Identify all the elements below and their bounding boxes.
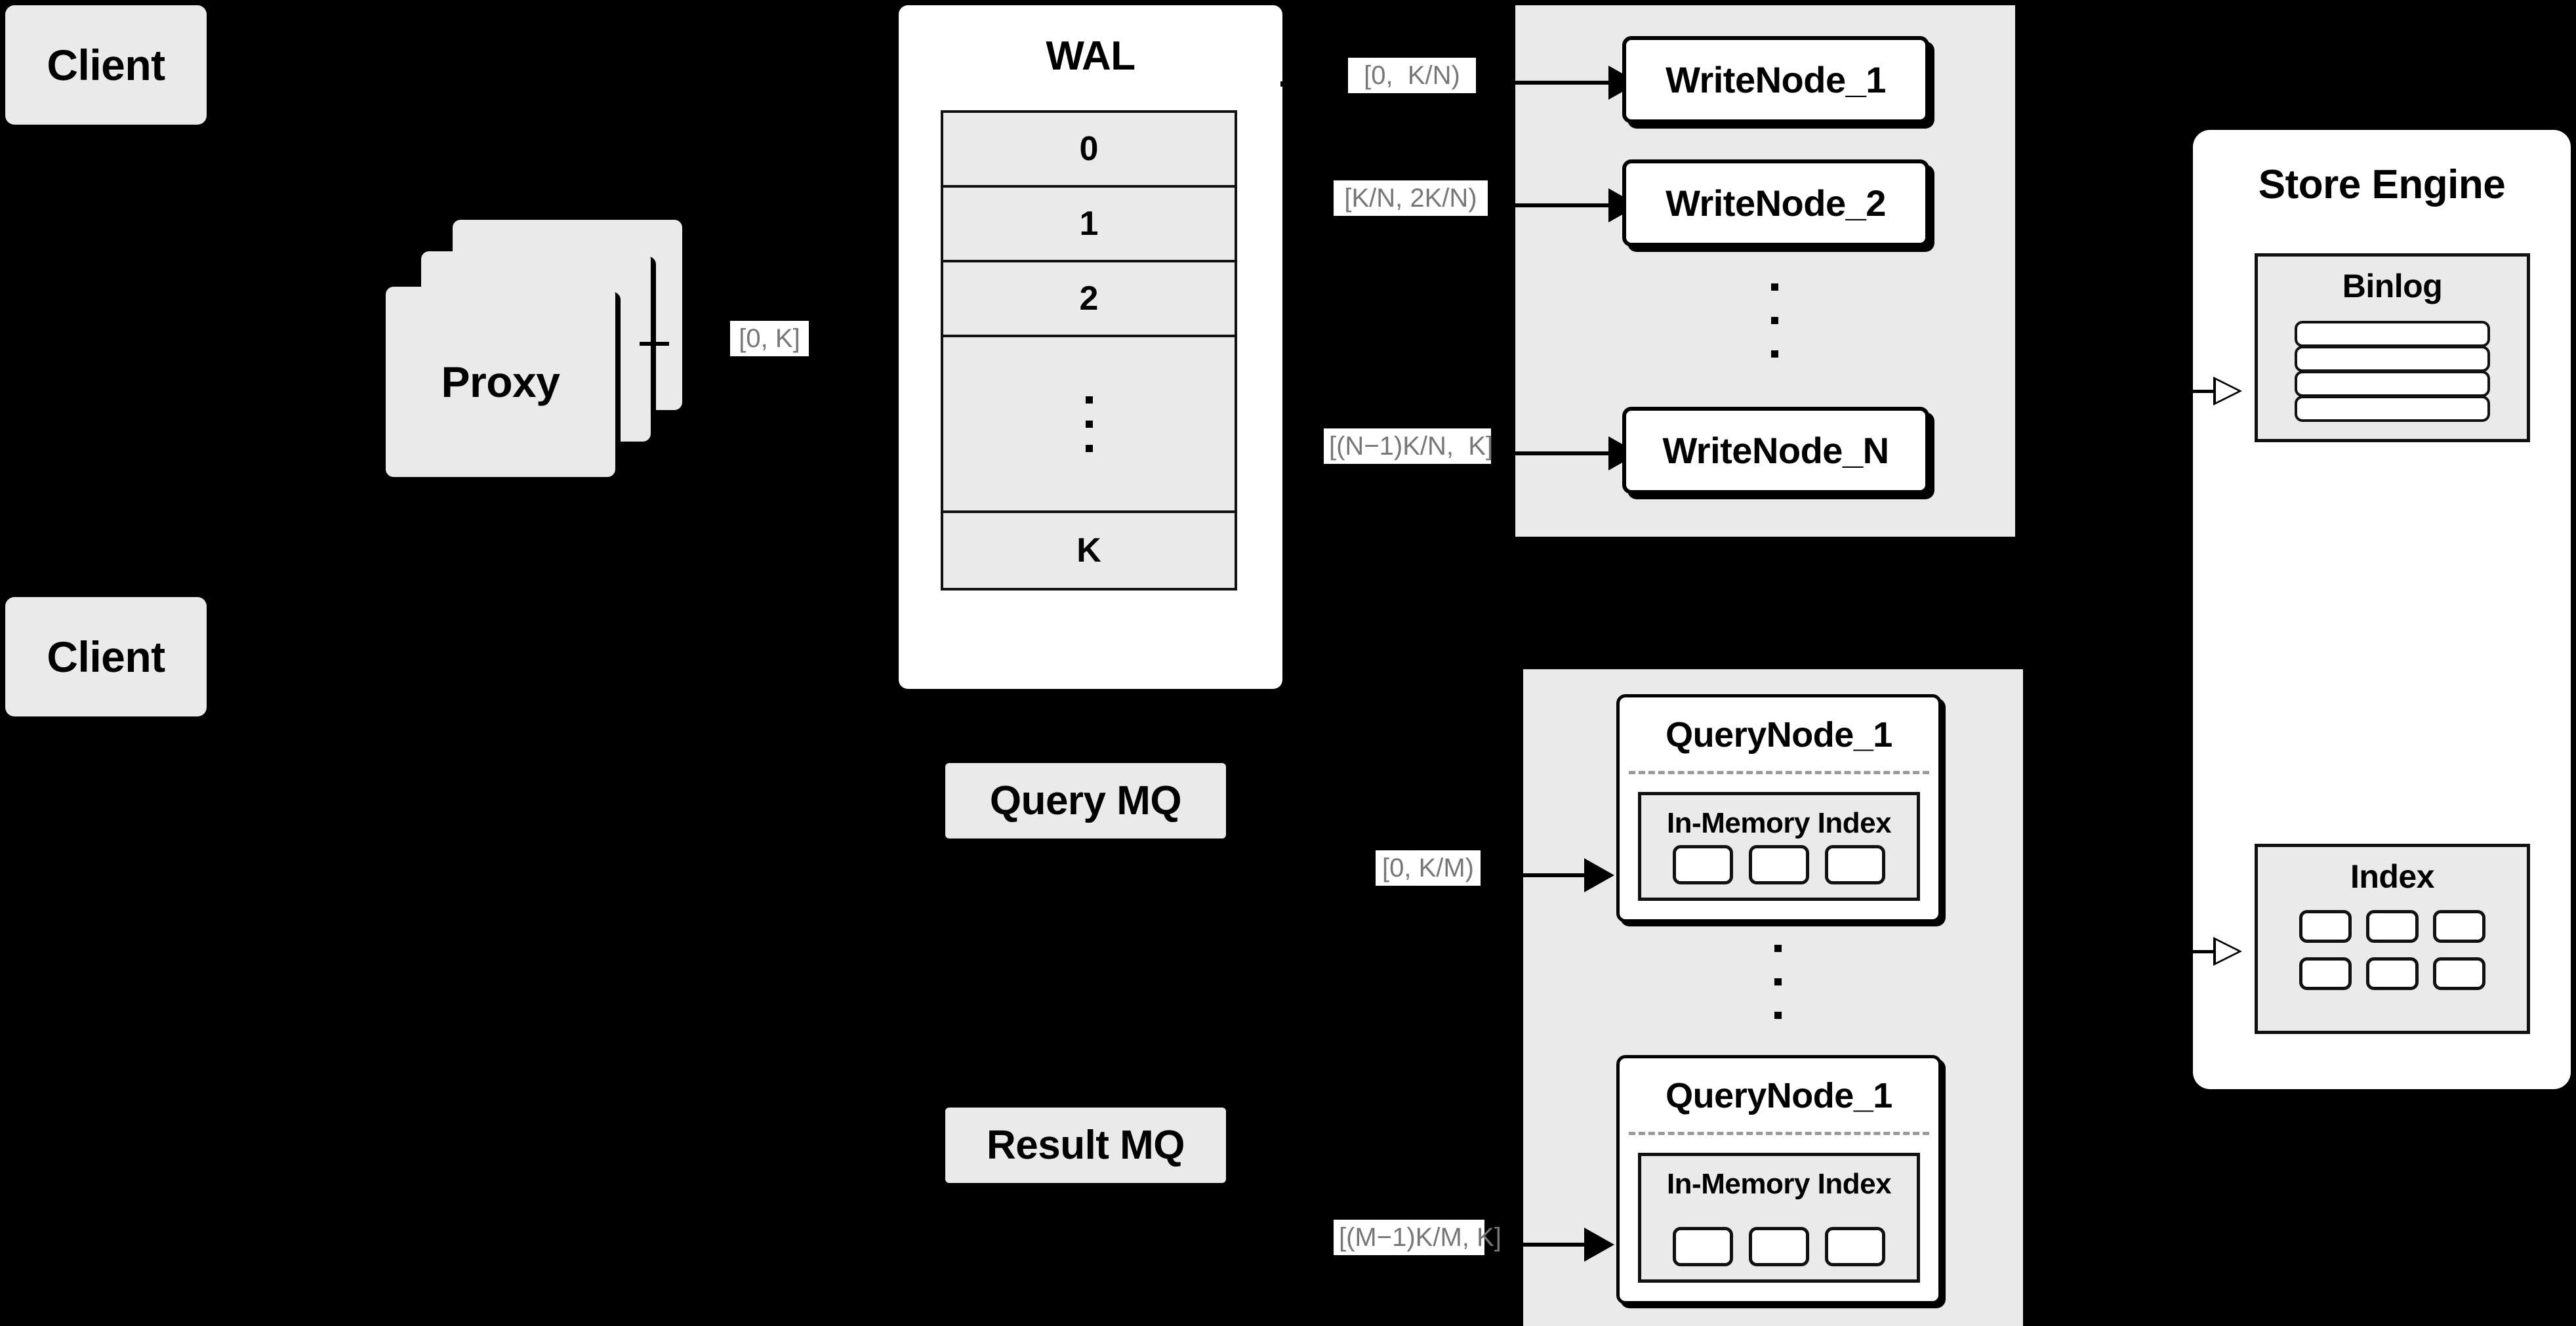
in-memory-index-chips [1641, 1227, 1917, 1266]
in-memory-index-title: In-Memory Index [1666, 1168, 1892, 1200]
binlog-row [2295, 371, 2490, 397]
in-memory-index-title: In-Memory Index [1666, 807, 1892, 839]
in-memory-index-box: In-Memory Index [1638, 792, 1920, 901]
in-memory-index-chips [1641, 845, 1917, 884]
result-mq-box[interactable]: Result MQ [945, 1108, 1226, 1183]
client-box-1[interactable]: Client [5, 5, 207, 125]
index-chip [1749, 845, 1809, 884]
wal-cell: 2 [943, 262, 1235, 337]
ellipsis-dot [1085, 396, 1093, 404]
write-node-n[interactable]: WriteNode_N [1622, 407, 1929, 494]
ellipsis-dot [1085, 420, 1093, 428]
wal-title: WAL [1046, 33, 1135, 79]
index-chip [2366, 910, 2419, 943]
write-node-label: WriteNode_1 [1666, 59, 1886, 100]
binlog-inbound-arrowhead [2213, 377, 2242, 405]
write-range-label-n: [(N−1)K/N, K] [1324, 428, 1493, 464]
write-range-label-2: [K/N, 2K/N) [1334, 180, 1488, 216]
client-label: Client [47, 632, 165, 681]
query-mq-box[interactable]: Query MQ [945, 763, 1226, 839]
index-chip [2299, 957, 2352, 990]
binlog-row [2295, 396, 2490, 422]
write-arrow-n-line [1515, 451, 1614, 455]
write-node-1[interactable]: WriteNode_1 [1622, 36, 1929, 123]
client-box-2[interactable]: Client [5, 597, 207, 716]
write-node-label: WriteNode_N [1662, 430, 1889, 471]
binlog-row-list [2295, 321, 2490, 422]
wal-connector-dot [1280, 81, 1286, 87]
query-arrow-1-head [1584, 858, 1614, 892]
store-engine-panel: Store Engine Binlog Index [2193, 130, 2571, 1089]
binlog-box: Binlog [2255, 253, 2530, 442]
proxy-range-label: [0, K] [730, 321, 809, 356]
query-node-divider [1629, 1132, 1929, 1135]
index-chip [1749, 1227, 1809, 1266]
index-chip [1825, 845, 1885, 884]
binlog-title: Binlog [2342, 268, 2443, 304]
client-label: Client [47, 41, 165, 89]
index-chip [2366, 957, 2419, 990]
store-engine-title: Store Engine [2258, 162, 2506, 207]
ellipsis-dot [1771, 317, 1778, 324]
query-range-label-1: [0, K/M) [1376, 850, 1481, 886]
write-arrow-1-line [1515, 81, 1614, 85]
ellipsis-dot [1771, 283, 1778, 291]
wal-cell-last: K [943, 513, 1235, 588]
binlog-inbound-line [2186, 390, 2216, 393]
write-node-label: WriteNode_2 [1666, 182, 1886, 224]
query-cluster-ellipsis [1774, 945, 1782, 1045]
query-mq-label: Query MQ [989, 778, 1182, 823]
index-inbound-arrowhead [2213, 937, 2242, 966]
index-chip-row [2299, 910, 2485, 943]
query-arrow-1-line [1523, 873, 1602, 877]
index-chip-row [2299, 957, 2485, 990]
query-range-label-m: [(M−1)K/M, K] [1334, 1220, 1502, 1255]
proxy-label: Proxy [441, 358, 560, 406]
wal-cell: 1 [943, 188, 1235, 262]
index-chip-grid [2258, 910, 2527, 990]
result-mq-label: Result MQ [986, 1123, 1185, 1168]
index-chip [1825, 1227, 1885, 1266]
index-chip [2433, 910, 2485, 943]
wal-cell-ellipsis [943, 337, 1235, 513]
query-node-title: QueryNode_1 [1666, 715, 1892, 755]
ellipsis-dot [1085, 444, 1093, 452]
write-arrow-2-line [1515, 203, 1614, 207]
index-chip [2299, 910, 2352, 943]
write-node-2[interactable]: WriteNode_2 [1622, 159, 1929, 247]
wal-panel: WAL 0 1 2 K [899, 5, 1282, 689]
query-node-1[interactable]: QueryNode_1 In-Memory Index [1616, 694, 1942, 922]
wal-cell-list: 0 1 2 K [941, 110, 1237, 590]
proxy-to-wal-line [640, 342, 669, 346]
ellipsis-dot [1771, 350, 1778, 358]
binlog-row [2295, 321, 2490, 347]
index-chip [1673, 1227, 1733, 1266]
query-node-divider [1629, 771, 1929, 774]
ellipsis-dot [1774, 1012, 1782, 1019]
index-chip [1673, 845, 1733, 884]
ellipsis-dot [1774, 945, 1782, 952]
query-node-title: QueryNode_1 [1666, 1076, 1892, 1115]
in-memory-index-box: In-Memory Index [1638, 1153, 1920, 1283]
index-box: Index [2255, 844, 2530, 1034]
binlog-row [2295, 346, 2490, 372]
index-title: Index [2350, 858, 2435, 895]
query-node-m[interactable]: QueryNode_1 In-Memory Index [1616, 1055, 1942, 1304]
query-arrow-m-line [1523, 1243, 1602, 1247]
ellipsis-dot [1774, 978, 1782, 985]
write-range-label-1: [0, K/N) [1348, 58, 1476, 93]
write-cluster-ellipsis [1771, 283, 1778, 384]
query-arrow-m-head [1584, 1228, 1614, 1262]
wal-cell: 0 [943, 113, 1235, 188]
proxy-card-front[interactable]: Proxy [386, 287, 615, 477]
index-chip [2433, 957, 2485, 990]
index-inbound-line [2186, 950, 2216, 953]
